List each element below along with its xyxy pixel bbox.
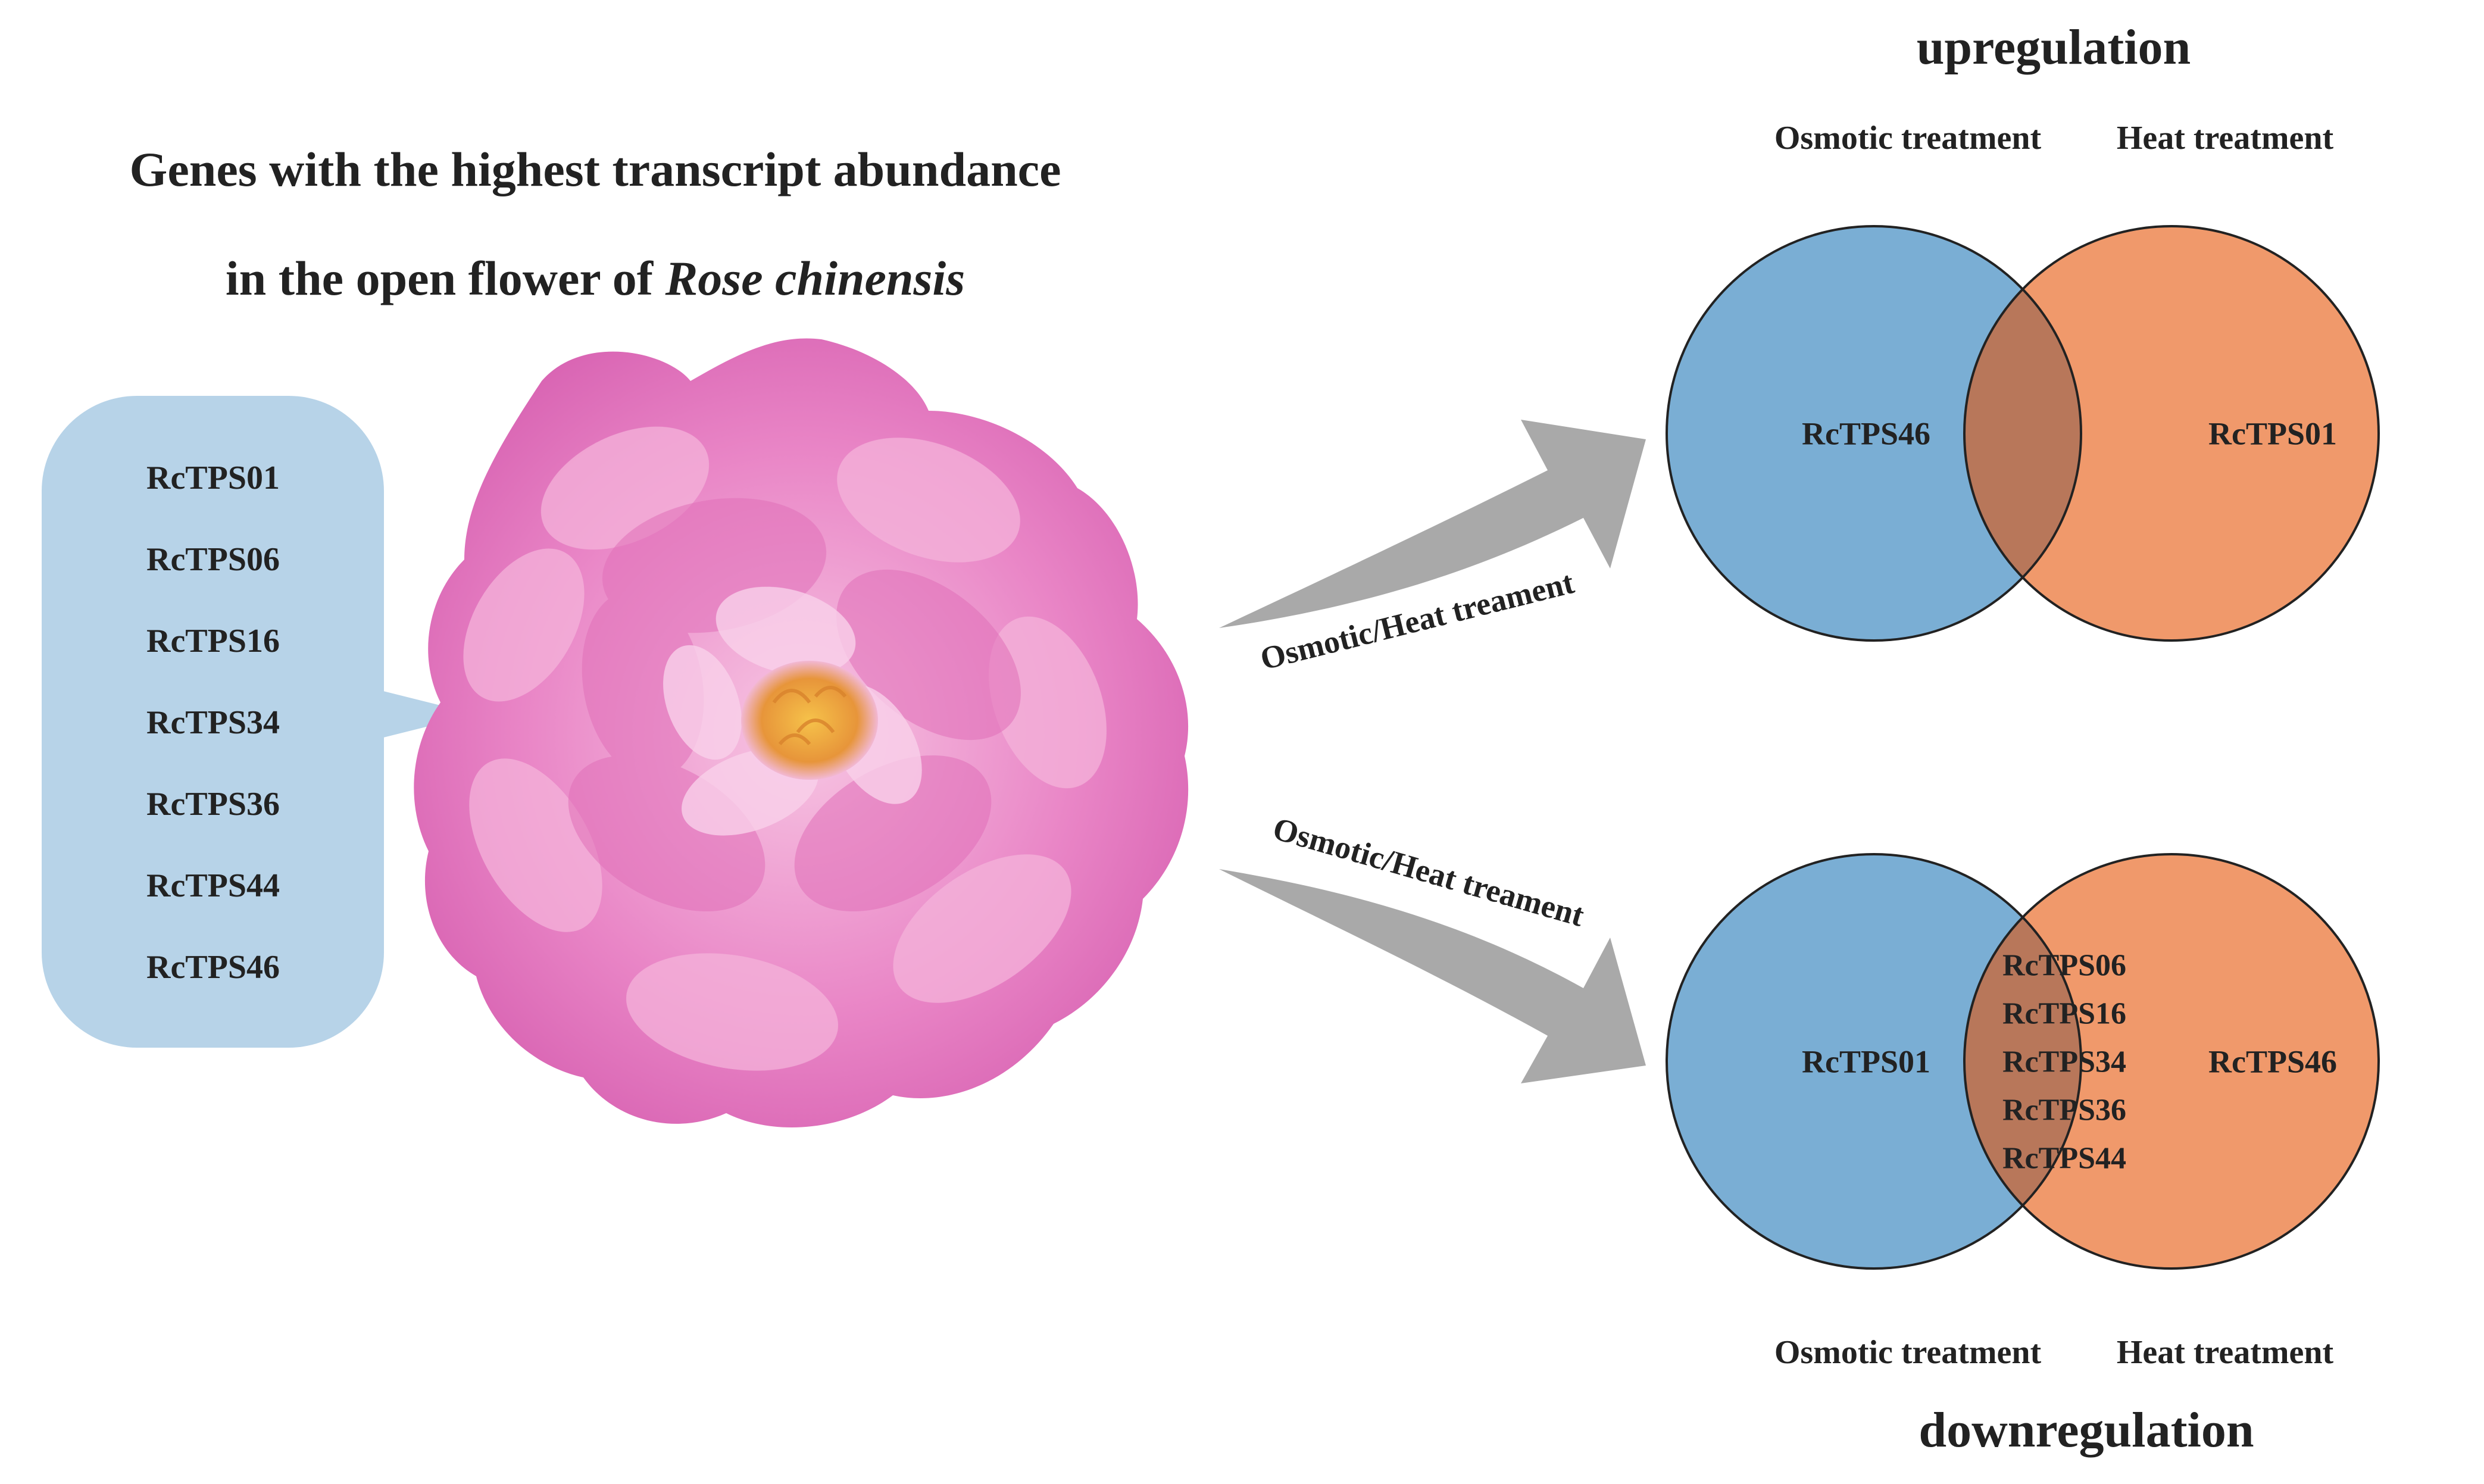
venn-gene-label: RcTPS36: [2002, 1094, 2126, 1127]
title-line-2: in the open flower of Rose chinensis: [226, 251, 965, 305]
down-heat-label: Heat treatment: [2117, 1334, 2334, 1371]
up-osmotic-circle: [1667, 226, 2081, 641]
venn-gene-label: RcTPS16: [2002, 997, 2126, 1031]
venn-gene-label: RcTPS01: [1802, 1044, 1930, 1079]
up-heat-label: Heat treatment: [2117, 120, 2334, 157]
venn-gene-label: RcTPS34: [2002, 1045, 2126, 1079]
gene-box-pointer: [381, 691, 476, 738]
upregulation-venn: upregulation Osmotic treatment Heat trea…: [1666, 20, 2380, 642]
up-heat-circle: [1964, 226, 2379, 641]
rose-flower-image: [414, 338, 1189, 1127]
venn-gene-label: RcTPS01: [2208, 415, 2337, 451]
title-line-2-prefix: in the open flower of: [226, 251, 665, 305]
downregulation-venn: RcTPS01 RcTPS06RcTPS16RcTPS34RcTPS36RcTP…: [1666, 853, 2380, 1458]
down-heat-outline: [1963, 853, 2380, 1270]
downregulation-title: downregulation: [1919, 1402, 2254, 1458]
gene-list-box: [42, 396, 384, 1048]
gene-list-item: RcTPS06: [146, 541, 280, 578]
title-line-1: Genes with the highest transcript abunda…: [130, 142, 1061, 196]
gene-list-item: RcTPS34: [146, 704, 280, 741]
down-osmotic-circle: [1667, 854, 2081, 1269]
gene-list-item: RcTPS36: [146, 786, 280, 823]
venn-gene-label: RcTPS06: [2002, 949, 2126, 983]
species-name: Rose chinensis: [665, 251, 966, 305]
up-heat-outline: [1963, 225, 2380, 642]
gene-list-item: RcTPS44: [146, 867, 280, 904]
gene-list-item: RcTPS46: [146, 949, 280, 986]
down-osmotic-label: Osmotic treatment: [1774, 1334, 2042, 1371]
venn-gene-label: RcTPS46: [1802, 415, 1930, 451]
down-osmotic-only-genes: RcTPS01: [1802, 1044, 1930, 1079]
down-heat-only-genes: RcTPS46: [2208, 1044, 2337, 1079]
down-osmotic-outline: [1666, 853, 2082, 1270]
venn-gene-label: RcTPS46: [2208, 1044, 2337, 1079]
gene-list-item: RcTPS16: [146, 623, 280, 660]
down-heat-circle: [1964, 854, 2379, 1269]
up-heat-only-genes: RcTPS01: [2208, 415, 2337, 451]
arrow-to-downregulation: [1219, 869, 1646, 1083]
gene-list-item: RcTPS01: [146, 460, 280, 496]
gene-list: RcTPS01RcTPS06RcTPS16RcTPS34RcTPS36RcTPS…: [146, 460, 280, 986]
up-osmotic-only-genes: RcTPS46: [1802, 415, 1930, 451]
arrow-to-upregulation: [1219, 420, 1646, 628]
venn-gene-label: RcTPS44: [2002, 1142, 2126, 1176]
up-osmotic-outline: [1666, 225, 2082, 642]
up-osmotic-label: Osmotic treatment: [1774, 120, 2042, 157]
upregulation-title: upregulation: [1917, 20, 2191, 75]
